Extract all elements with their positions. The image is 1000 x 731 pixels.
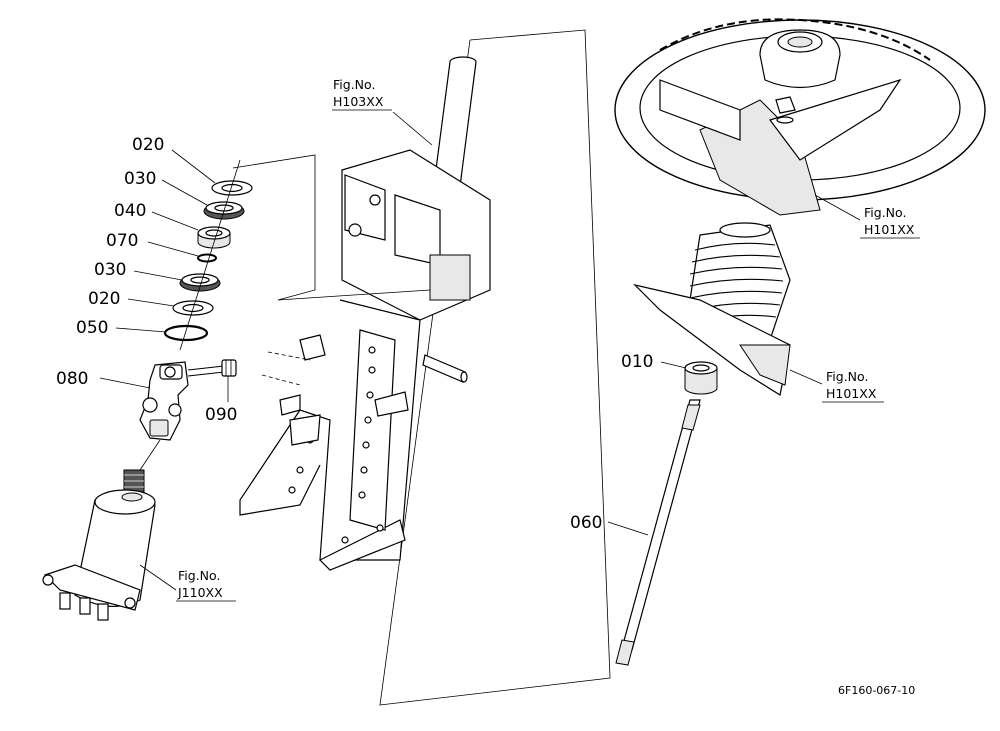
callout-010: 010 xyxy=(621,352,653,372)
svg-text:Fig.No.: Fig.No. xyxy=(333,77,375,92)
snap-ring-070[interactable] xyxy=(197,253,217,263)
steering-shaft-060[interactable] xyxy=(615,399,701,666)
fig-ref-j110[interactable]: Fig.No. J110XX xyxy=(176,568,236,602)
stack-axis xyxy=(179,159,241,351)
fig-ref-h101-bottom[interactable]: Fig.No. H101XX xyxy=(822,369,884,403)
frame-phantom-outline xyxy=(379,29,611,706)
steering-post-frame xyxy=(239,56,491,571)
svg-text:H101XX: H101XX xyxy=(864,222,915,237)
washer-020-top[interactable] xyxy=(211,180,253,196)
callout-060: 060 xyxy=(570,513,602,533)
seal-030-bottom[interactable] xyxy=(179,273,221,292)
washer-020-bottom[interactable] xyxy=(172,300,214,316)
callout-030-bottom: 030 xyxy=(94,260,126,280)
svg-text:Fig.No.: Fig.No. xyxy=(178,568,220,583)
fig-ref-h103[interactable]: Fig.No. H103XX xyxy=(332,77,392,111)
bearing-040[interactable] xyxy=(197,226,231,249)
callout-050: 050 xyxy=(76,318,108,338)
bearing-stack-phantom xyxy=(232,154,316,301)
callout-020-bottom: 020 xyxy=(88,289,120,309)
callout-070: 070 xyxy=(106,231,138,251)
svg-text:H101XX: H101XX xyxy=(826,386,877,401)
universal-joint-080[interactable] xyxy=(139,361,189,471)
svg-text:J110XX: J110XX xyxy=(177,585,223,600)
bushing-010[interactable] xyxy=(684,361,718,395)
steering-boot xyxy=(633,222,791,396)
svg-text:H103XX: H103XX xyxy=(333,94,384,109)
callout-030-top: 030 xyxy=(124,169,156,189)
bolt-090[interactable] xyxy=(187,359,237,377)
callout-080: 080 xyxy=(56,369,88,389)
steering-wheel xyxy=(614,18,986,216)
svg-text:Fig.No.: Fig.No. xyxy=(826,369,868,384)
callout-090: 090 xyxy=(205,405,237,425)
bearing-stack xyxy=(163,159,253,351)
fig-ref-h101-top[interactable]: Fig.No. H101XX xyxy=(860,205,920,239)
callout-040: 040 xyxy=(114,201,146,221)
o-ring-050[interactable] xyxy=(163,324,209,342)
drawing-code: 6F160-067-10 xyxy=(838,684,915,697)
svg-text:Fig.No.: Fig.No. xyxy=(864,205,906,220)
leader-lines xyxy=(99,111,861,591)
callout-020-top: 020 xyxy=(132,135,164,155)
steering-unit xyxy=(42,469,156,621)
seal-030-top[interactable] xyxy=(203,201,245,220)
